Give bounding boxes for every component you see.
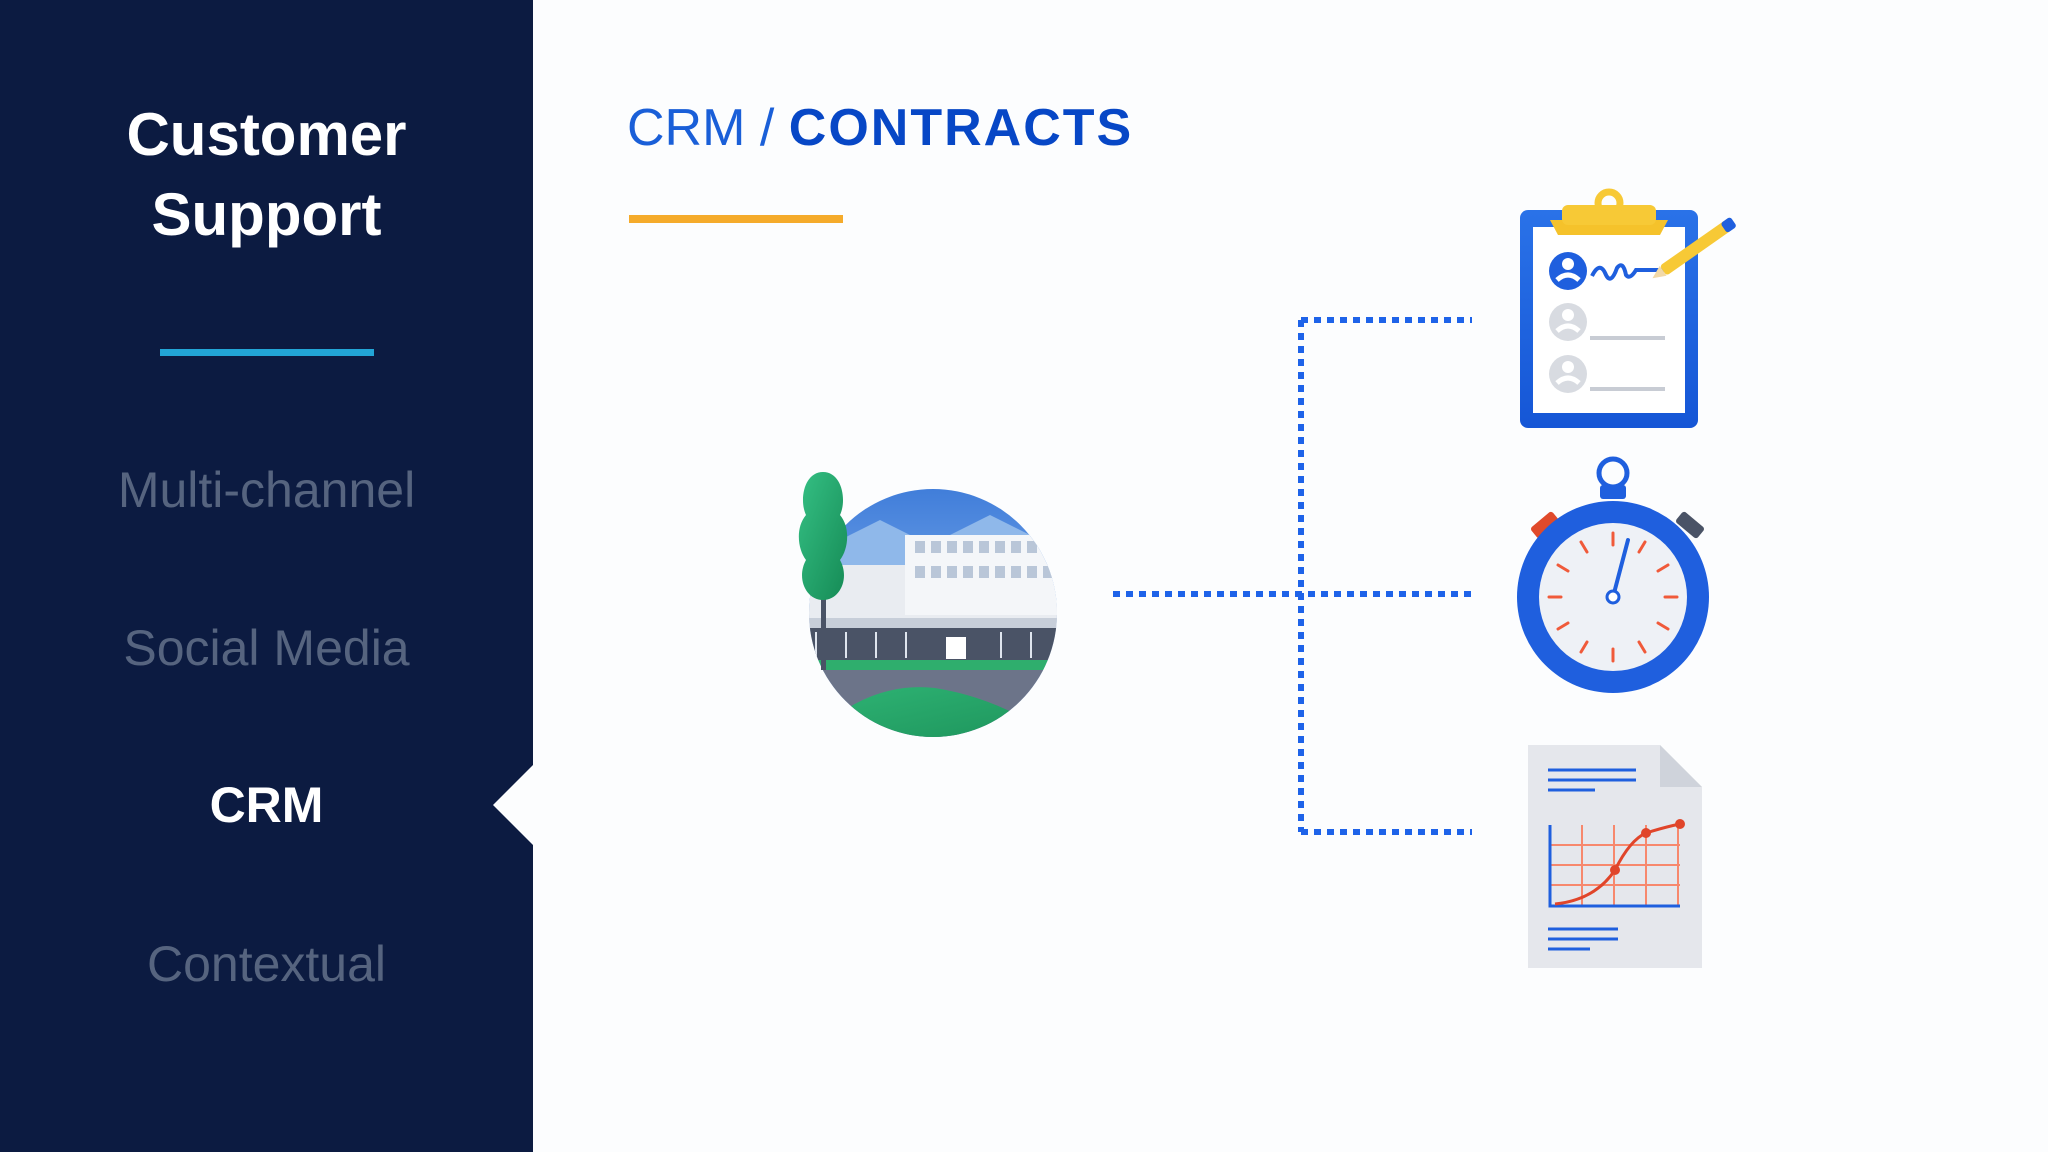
title-underline [629,215,843,223]
sidebar-title-line1: Customer [126,101,407,168]
page-title-prefix: CRM / [627,99,789,157]
nav-item-social-media[interactable]: Social Media [123,620,410,676]
page-title-strong: CONTRACTS [788,99,1134,157]
sidebar-divider [160,349,374,356]
page-title: CRM / CONTRACTS [627,96,1133,160]
nav-item-crm[interactable]: CRM [209,777,324,833]
chart-document-icon [1528,745,1702,968]
stopwatch-icon [1517,456,1709,693]
nav-item-contextual[interactable]: Contextual [146,936,387,992]
sidebar: Customer Support Multi-channel Social Me… [0,0,533,1152]
sidebar-title-line2: Support [151,181,382,248]
connector-lines [1113,317,1472,835]
sidebar-title: Customer Support [0,95,533,255]
office-building-icon [798,472,1057,737]
signed-clipboard-icon [1520,188,1736,428]
active-item-pointer [493,765,533,845]
nav-item-multi-channel[interactable]: Multi-channel [117,462,416,518]
